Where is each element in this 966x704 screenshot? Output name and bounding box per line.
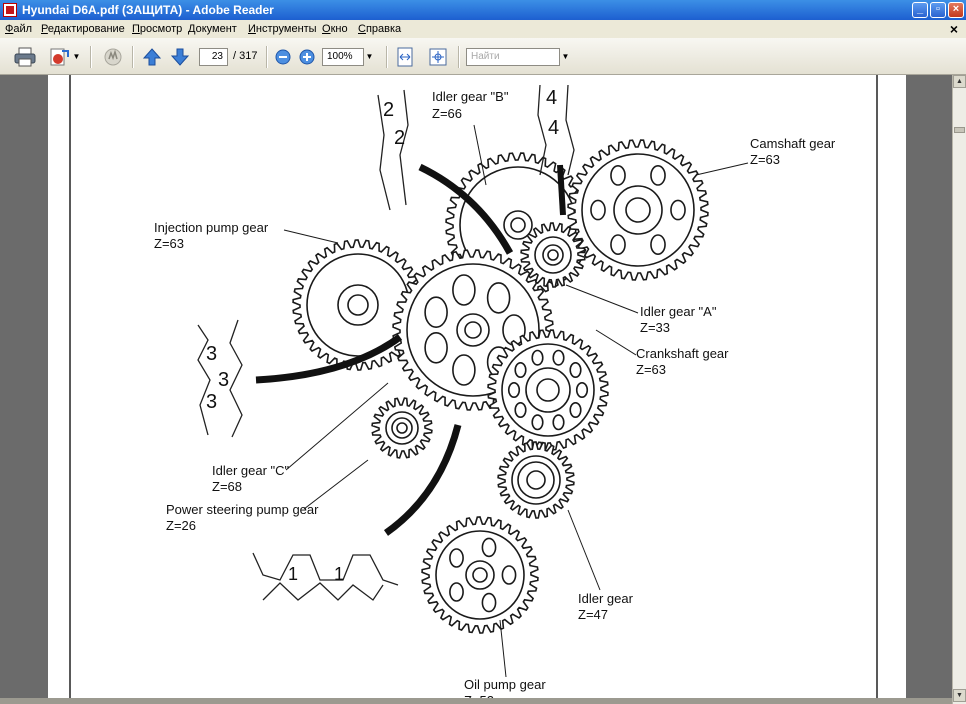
mesh-detail-1: [252, 552, 399, 586]
fit-page-icon[interactable]: [395, 47, 415, 72]
menu-bar: Файл Редактирование Просмотр Документ Ин…: [0, 20, 966, 38]
search-input[interactable]: Найти: [466, 48, 560, 66]
hand-tool-icon[interactable]: [102, 47, 124, 72]
label-idler-gear: Idler gear: [578, 591, 633, 606]
fit-width-icon[interactable]: [428, 47, 448, 72]
mesh-detail-3: [197, 324, 211, 436]
menu-file[interactable]: Файл: [5, 23, 33, 35]
zoom-dropdown-icon[interactable]: ▼: [365, 52, 374, 61]
previous-page-icon[interactable]: [142, 47, 162, 72]
mesh-detail-2: [377, 94, 391, 211]
toolbar: ▼ 23 / 317 100% ▼ Найти ▼: [0, 38, 966, 75]
idler-gear-shape: [497, 441, 575, 519]
menu-help[interactable]: Справка: [358, 23, 402, 35]
maximize-button[interactable]: ▫: [930, 2, 946, 18]
timing-mark-3b: 3: [218, 369, 230, 391]
leader-idler: [567, 509, 601, 591]
adobe-reader-icon: [3, 3, 17, 17]
label-idler-gear-c-teeth: Z=68: [212, 479, 242, 494]
vertical-scrollbar[interactable]: ▲ ▼: [952, 75, 966, 704]
zoom-level-field[interactable]: 100%: [322, 48, 364, 66]
export-dropdown-icon[interactable]: ▼: [72, 52, 81, 61]
leader-crankshaft: [595, 329, 637, 356]
label-idler-gear-teeth: Z=47: [578, 607, 608, 622]
leader-idler-a: [565, 284, 639, 314]
toolbar-separator: [266, 46, 268, 68]
pdf-page: 2 2 4 4 3 3 3 1 1 Idler gear "B" Z=66 Ca…: [48, 75, 906, 704]
scroll-up-icon[interactable]: ▲: [953, 75, 966, 88]
export-icon[interactable]: [48, 47, 70, 72]
toolbar-separator: [458, 46, 460, 68]
zoom-out-icon[interactable]: [275, 49, 291, 70]
close-document-icon[interactable]: ×: [949, 21, 958, 37]
timing-mark-3a: 3: [206, 343, 218, 365]
label-injection-pump-gear-teeth: Z=63: [154, 236, 184, 251]
label-crankshaft-gear: Crankshaft gear: [636, 346, 729, 361]
label-oil-pump-gear: Oil pump gear: [464, 677, 546, 692]
timing-mark-1b: 1: [334, 564, 345, 584]
close-window-button[interactable]: ×: [948, 2, 964, 18]
pointer-arrow-1: [383, 424, 462, 536]
page-number-input[interactable]: 23: [199, 48, 228, 66]
menu-document[interactable]: Документ: [188, 23, 237, 35]
total-pages-label: / 317: [233, 50, 258, 62]
menu-tools[interactable]: Инструменты: [248, 23, 317, 35]
next-page-icon[interactable]: [170, 47, 190, 72]
leader-idler-b: [473, 124, 487, 186]
timing-mark-2a: 2: [383, 99, 395, 121]
menu-edit[interactable]: Редактирование: [41, 23, 125, 35]
mesh-detail-4: [537, 84, 547, 176]
label-idler-gear-b-teeth: Z=66: [432, 106, 462, 121]
menu-view[interactable]: Просмотр: [132, 23, 183, 35]
label-camshaft-gear: Camshaft gear: [750, 136, 836, 151]
zoom-in-icon[interactable]: [299, 49, 315, 70]
scroll-thumb[interactable]: [954, 127, 965, 133]
label-idler-gear-c: Idler gear "C": [212, 463, 290, 478]
timing-mark-4a: 4: [546, 87, 558, 109]
print-icon[interactable]: [14, 47, 36, 72]
timing-mark-3c: 3: [206, 391, 218, 413]
crankshaft-gear-shape: [487, 329, 609, 451]
label-camshaft-gear-teeth: Z=63: [750, 152, 780, 167]
pointer-arrow-4: [557, 164, 566, 216]
label-power-steering-pump-gear: Power steering pump gear: [166, 502, 319, 517]
toolbar-separator: [132, 46, 134, 68]
window-title: Hyundai D6A.pdf (ЗАЩИТА) - Adobe Reader: [22, 3, 274, 17]
leader-oil-pump: [499, 619, 507, 678]
timing-mark-1a: 1: [288, 564, 299, 584]
leader-idler-c: [285, 382, 389, 471]
leader-camshaft: [695, 162, 749, 176]
horizontal-scroll-strip: [0, 698, 952, 704]
pointer-arrow-3: [255, 334, 403, 384]
search-dropdown-icon[interactable]: ▼: [561, 52, 570, 61]
label-injection-pump-gear: Injection pump gear: [154, 220, 269, 235]
label-crankshaft-gear-teeth: Z=63: [636, 362, 666, 377]
timing-mark-2b: 2: [394, 127, 406, 149]
leader-injection: [283, 229, 339, 244]
leader-power-steering: [303, 459, 369, 510]
label-idler-gear-a-teeth: Z=33: [640, 320, 670, 335]
idler-gear-a-shape: [520, 222, 586, 288]
toolbar-separator: [90, 46, 92, 68]
gear-train-diagram: [69, 75, 878, 704]
menu-window[interactable]: Окно: [322, 23, 348, 35]
oil-pump-gear-shape: [421, 516, 539, 634]
camshaft-gear-shape: [567, 139, 709, 281]
minimize-button[interactable]: _: [912, 2, 928, 18]
pointer-arrow-2: [418, 163, 514, 255]
toolbar-separator: [386, 46, 388, 68]
label-idler-gear-a: Idler gear "A": [640, 304, 717, 319]
power-steering-pump-gear-shape: [371, 397, 433, 459]
scroll-down-icon[interactable]: ▼: [953, 689, 966, 702]
label-idler-gear-b: Idler gear "B": [432, 89, 509, 104]
timing-mark-4b: 4: [548, 117, 560, 139]
label-power-steering-pump-gear-teeth: Z=26: [166, 518, 196, 533]
title-bar: Hyundai D6A.pdf (ЗАЩИТА) - Adobe Reader …: [0, 0, 966, 20]
